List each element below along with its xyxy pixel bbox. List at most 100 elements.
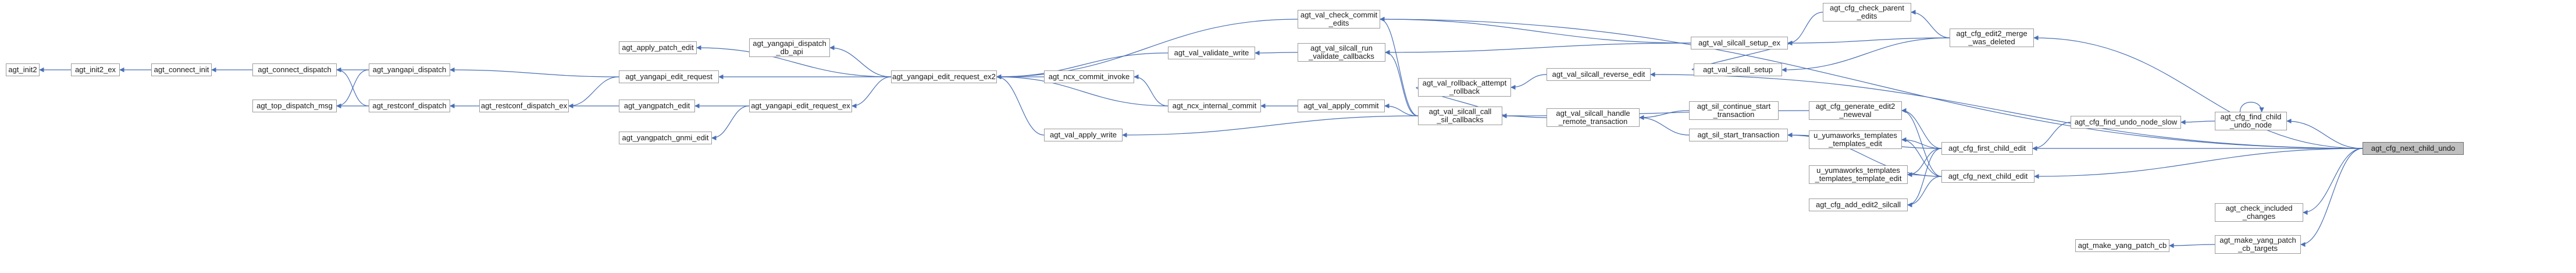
graph-node-cfg-next-child-edit[interactable]: agt_cfg_next_child_edit xyxy=(1941,170,2035,183)
graph-node-yangpatch-edit[interactable]: agt_yangpatch_edit xyxy=(619,100,695,112)
graph-node-make-yang-patch-cb[interactable]: agt_make_yang_patch_cb xyxy=(2075,239,2169,252)
graph-node-ncx-internal-commit[interactable]: agt_ncx_internal_commit xyxy=(1168,100,1261,112)
graph-node-val-silcall-setup[interactable]: agt_val_silcall_setup xyxy=(1694,63,1782,76)
graph-node-cfg-generate-edit2[interactable]: agt_cfg_generate_edit2_neweval xyxy=(1809,101,1902,120)
graph-node-init2[interactable]: agt_init2 xyxy=(6,63,40,76)
edge-cfg_next_child_undo-to-val_silcall_reverse_edit xyxy=(1650,72,2363,149)
edge-ncx_internal_commit-to-ncx_commit_invoke xyxy=(1134,74,1168,107)
edge-val_silcall_call_sil-to-val_silcall_run_validate xyxy=(1385,49,1419,116)
graph-node-top-dispatch-msg[interactable]: agt_top_dispatch_msg xyxy=(252,100,337,112)
graph-node-yangapi-dispatch[interactable]: agt_yangapi_dispatch xyxy=(369,63,450,76)
node-label-line: agt_cfg_edit2_merge xyxy=(1956,29,2028,38)
node-label-line: agt_apply_patch_edit xyxy=(622,43,694,52)
graph-node-sil-start-transaction[interactable]: agt_sil_start_transaction xyxy=(1689,129,1788,141)
edge-cfg_next_child_edit-to-cfg_add_edit2_silcall xyxy=(1907,176,1942,208)
edge-sil_continue_start-to-val_silcall_handle_remote xyxy=(1639,110,1690,120)
edge-cfg_next_child_undo-to-cfg_next_child_edit xyxy=(2034,148,2363,179)
graph-node-yangapi-edit-request[interactable]: agt_yangapi_edit_request xyxy=(619,70,719,83)
graph-node-val-apply-write[interactable]: agt_val_apply_write xyxy=(1044,129,1123,141)
node-label-line: _transaction xyxy=(1713,110,1755,119)
edge-val_apply_write-to-yangapi_edit_request_ex2 xyxy=(996,74,1045,136)
graph-node-val-validate-write[interactable]: agt_val_validate_write xyxy=(1168,47,1255,59)
edge-cfg_next_child_undo-to-cfg_find_child_undo_node xyxy=(2286,118,2363,149)
graph-node-apply-patch-edit[interactable]: agt_apply_patch_edit xyxy=(619,41,697,54)
graph-node-val-silcall-call-sil[interactable]: agt_val_silcall_call_sil_callbacks xyxy=(1418,107,1502,125)
graph-node-val-rollback-attempt[interactable]: agt_val_rollback_attempt_rollback xyxy=(1418,78,1511,97)
graph-node-yangapi-dispatch-db-api[interactable]: agt_yangapi_dispatch_db_api xyxy=(749,38,830,57)
graph-node-ncx-commit-invoke[interactable]: agt_ncx_commit_invoke xyxy=(1044,70,1134,83)
graph-node-cfg-check-parent-edits[interactable]: agt_cfg_check_parent_edits xyxy=(1823,3,1911,22)
graph-node-cfg-find-child-undo-node[interactable]: agt_cfg_find_child_undo_node xyxy=(2215,112,2287,130)
graph-node-restconf-dispatch-ex[interactable]: agt_restconf_dispatch_ex xyxy=(479,100,569,112)
node-label-line: agt_restconf_dispatch_ex xyxy=(480,101,568,110)
edge-cfg_find_child_undo_node-to-cfg_find_child_undo_node xyxy=(2239,101,2264,112)
node-label-line: agt_val_rollback_attempt xyxy=(1422,79,1507,87)
node-label-line: _was_deleted xyxy=(1968,37,2015,46)
node-label-line: agt_val_silcall_handle xyxy=(1556,109,1630,118)
node-label-line: agt_yangpatch_gnmi_edit xyxy=(622,133,709,142)
node-label-line: agt_yangapi_dispatch xyxy=(372,65,447,74)
node-label-line: agt_ncx_commit_invoke xyxy=(1048,72,1130,81)
node-label-line: _changes xyxy=(2242,212,2276,221)
graph-node-restconf-dispatch[interactable]: agt_restconf_dispatch xyxy=(369,100,450,112)
edge-yangapi_edit_request_ex2-to-yangapi_dispatch_db_api xyxy=(829,45,892,77)
graph-node-make-yang-patch-cb-targets[interactable]: agt_make_yang_patch_cb_targets xyxy=(2215,235,2301,254)
edge-cfg_next_child_edit-to-yumaworks_template_edit xyxy=(1907,172,1942,178)
graph-node-val-check-commit-edits[interactable]: agt_val_check_commit_edits xyxy=(1298,10,1380,29)
node-label-line: agt_make_yang_patch xyxy=(2219,236,2296,244)
graph-node-check-included-changes[interactable]: agt_check_included_changes xyxy=(2215,203,2303,222)
edge-cfg_edit2_merge-to-val_silcall_setup_ex xyxy=(1787,37,1950,46)
graph-node-cfg-next-child-undo: agt_cfg_next_child_undo xyxy=(2363,142,2464,155)
node-label-line: _edits xyxy=(1328,19,1349,27)
node-label-line: agt_val_apply_write xyxy=(1050,130,1117,139)
node-label-line: agt_val_silcall_reverse_edit xyxy=(1552,70,1645,79)
graph-node-val-silcall-setup-ex[interactable]: agt_val_silcall_setup_ex xyxy=(1691,37,1788,49)
graph-node-sil-continue-start[interactable]: agt_sil_continue_start_transaction xyxy=(1689,101,1779,120)
edge-yangapi_edit_request_ex2-to-apply_patch_edit xyxy=(696,45,892,77)
graph-node-yumaworks-template-edit[interactable]: u_yumaworks_templates_templates_template… xyxy=(1809,165,1908,184)
edge-val_silcall_setup_ex-to-val_check_commit_edits xyxy=(1380,16,1691,44)
graph-node-val-silcall-reverse-edit[interactable]: agt_val_silcall_reverse_edit xyxy=(1547,68,1651,81)
node-label-line: agt_yangpatch_edit xyxy=(623,101,690,110)
graph-node-yangpatch-gnmi-edit[interactable]: agt_yangpatch_gnmi_edit xyxy=(619,132,712,144)
graph-node-val-silcall-handle-remote[interactable]: agt_val_silcall_handle_remote_transactio… xyxy=(1547,108,1640,127)
graph-node-cfg-add-edit2-silcall[interactable]: agt_cfg_add_edit2_silcall xyxy=(1809,198,1908,211)
edge-cfg_first_child_edit-to-cfg_generate_edit2 xyxy=(1901,108,1942,149)
node-label-line: _templates_template_edit xyxy=(1815,174,1902,183)
node-label-line: _sil_callbacks xyxy=(1437,115,1484,124)
node-label-line: agt_yangapi_edit_request_ex xyxy=(751,101,850,110)
edge-make_yang_patch_cb_targets-to-make_yang_patch_cb xyxy=(2169,243,2215,249)
edge-yangapi_edit_request_ex2-to-yangapi_edit_request_ex xyxy=(851,76,892,109)
edge-restconf_dispatch-to-connect_dispatch xyxy=(336,67,369,107)
edge-cfg_check_parent_edits-to-val_silcall_setup_ex xyxy=(1787,12,1823,46)
edge-cfg_edit2_merge-to-cfg_check_parent_edits xyxy=(1911,9,1950,38)
graph-node-val-silcall-run-validate[interactable]: agt_val_silcall_run_validate_callbacks xyxy=(1298,43,1385,62)
node-label-line: u_yumaworks_templates xyxy=(1816,166,1900,175)
node-label-line: _validate_callbacks xyxy=(1309,52,1374,61)
edge-val_silcall_reverse_edit-to-val_rollback_attempt xyxy=(1510,74,1547,90)
graph-node-yangapi-edit-request-ex[interactable]: agt_yangapi_edit_request_ex xyxy=(749,100,852,112)
node-label-line: _db_api xyxy=(776,47,803,56)
node-label-line: agt_connect_init xyxy=(154,65,209,74)
graph-node-yumaworks-templates-edit[interactable]: u_yumaworks_templates_templates_edit xyxy=(1809,130,1902,149)
graph-node-yangapi-edit-request-ex2[interactable]: agt_yangapi_edit_request_ex2 xyxy=(891,70,997,83)
edge-val_silcall_setup_ex-to-val_silcall_run_validate xyxy=(1385,42,1691,55)
graph-node-cfg-edit2-merge[interactable]: agt_cfg_edit2_merge_was_deleted xyxy=(1950,29,2034,47)
graph-node-cfg-find-undo-node-slow[interactable]: agt_cfg_find_undo_node_slow xyxy=(2071,116,2181,129)
node-label-line: agt_check_included xyxy=(2225,204,2293,212)
graph-node-cfg-first-child-edit[interactable]: agt_cfg_first_child_edit xyxy=(1941,142,2033,155)
node-label-line: agt_cfg_add_edit2_silcall xyxy=(1816,200,1901,209)
node-label-line: agt_val_silcall_run xyxy=(1310,44,1373,52)
node-label-line: u_yumaworks_templates xyxy=(1813,131,1897,140)
node-label-line: agt_val_apply_commit xyxy=(1303,101,1379,110)
graph-node-connect-init[interactable]: agt_connect_init xyxy=(151,63,212,76)
node-label-line: agt_connect_dispatch xyxy=(258,65,332,74)
graph-node-val-apply-commit[interactable]: agt_val_apply_commit xyxy=(1298,100,1385,112)
graph-node-connect-dispatch[interactable]: agt_connect_dispatch xyxy=(252,63,337,76)
node-label-line: _edits xyxy=(1857,12,1877,20)
node-label-line: agt_val_silcall_setup_ex xyxy=(1698,38,1780,47)
node-label-line: agt_val_silcall_setup xyxy=(1703,65,1773,74)
graph-node-init2-ex[interactable]: agt_init2_ex xyxy=(71,63,120,76)
